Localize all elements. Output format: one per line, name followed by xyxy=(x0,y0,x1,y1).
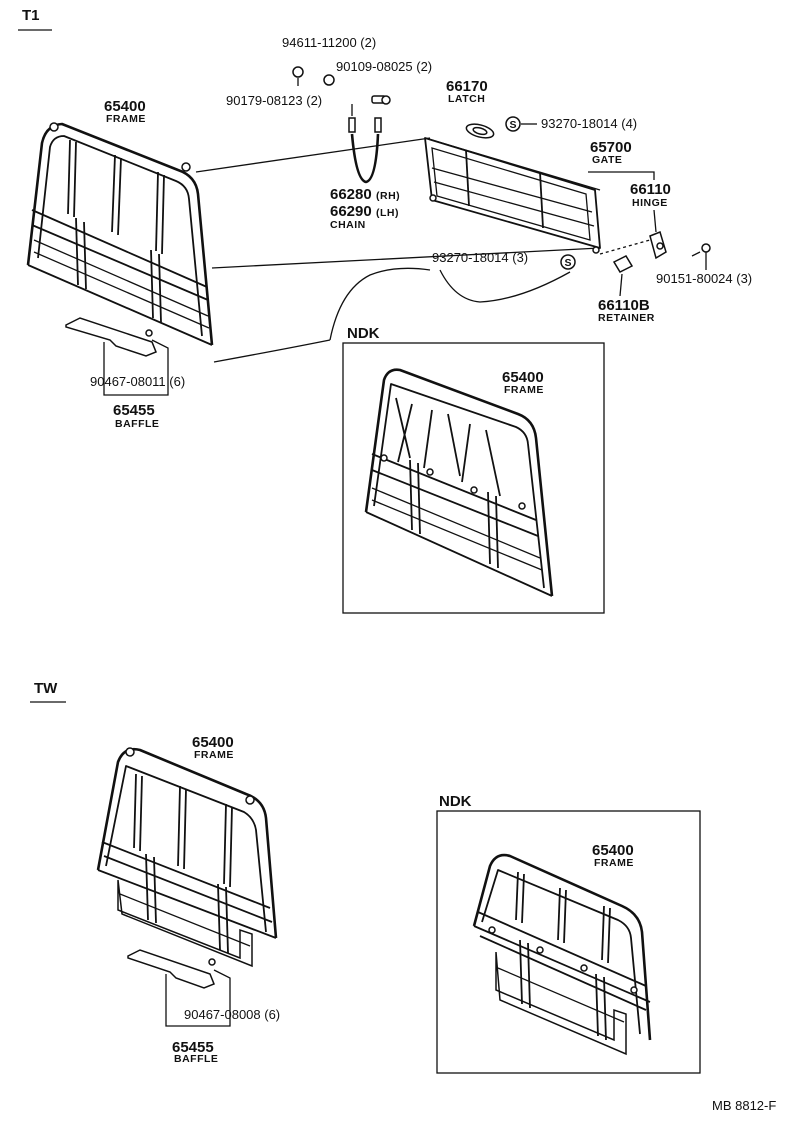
t1-bed-line-top xyxy=(195,137,431,173)
t1-s-symbol-top: S xyxy=(505,116,521,132)
t1-part-94611: 94611-11200 (2) xyxy=(282,35,376,50)
t1-latch-caption: LATCH xyxy=(448,93,485,105)
t1-ndk-frame-number: 65400 xyxy=(502,369,544,386)
section-t1-title: T1 xyxy=(22,7,40,24)
tw-baffle-caption: BAFFLE xyxy=(174,1053,218,1065)
t1-gate-drawing xyxy=(424,137,601,254)
t1-nut-94611-drawing xyxy=(292,66,304,86)
t1-latch-drawing xyxy=(465,123,495,139)
t1-baffle-number: 65455 xyxy=(113,402,155,419)
t1-frame-number: 65400 xyxy=(104,98,146,115)
tw-baffle-number: 65455 xyxy=(172,1039,214,1056)
t1-leader-93270-mid-a xyxy=(329,267,431,341)
tw-part-90467: 90467-08008 (6) xyxy=(184,1007,280,1022)
t1-frame-drawing xyxy=(26,122,214,346)
t1-part-90179: 90179-08123 (2) xyxy=(226,93,322,108)
t1-hinge-dashline xyxy=(599,239,651,255)
t1-chain-drawing xyxy=(348,104,382,184)
t1-frame-caption: FRAME xyxy=(106,113,146,125)
t1-latch-number: 66170 xyxy=(446,78,488,95)
t1-bolt-90151-drawing xyxy=(691,243,711,257)
t1-gate-number: 65700 xyxy=(590,139,632,156)
tw-baffle-drawing xyxy=(127,949,216,989)
t1-part-90109: 90109-08025 (2) xyxy=(336,59,432,74)
t1-chain-number-rh: 66280 xyxy=(330,186,372,203)
t1-part-93270-top: 93270-18014 (4) xyxy=(541,116,637,131)
svg-text:S: S xyxy=(510,119,518,131)
t1-retainer-caption: RETAINER xyxy=(598,312,655,324)
t1-nut-90109-drawing xyxy=(323,74,335,86)
t1-ndk-title: NDK xyxy=(347,325,380,342)
t1-ndk-frame-caption: FRAME xyxy=(504,384,544,396)
tw-ndk-frame-number: 65400 xyxy=(592,842,634,859)
t1-retainer-number: 66110B xyxy=(598,297,650,314)
tw-frame-caption: FRAME xyxy=(194,749,234,761)
section-tw-title: TW xyxy=(34,680,58,697)
svg-text:S: S xyxy=(565,257,573,269)
t1-part-90151: 90151-80024 (3) xyxy=(656,271,752,286)
tw-frame-number: 65400 xyxy=(192,734,234,751)
tw-ndk-title: NDK xyxy=(439,793,472,810)
t1-chain-number-lh: 66290 xyxy=(330,203,372,220)
t1-leader-to-frame xyxy=(213,339,331,363)
t1-baffle-bracket xyxy=(103,339,169,396)
tw-ndk-frame-drawing xyxy=(472,853,652,1056)
tw-frame-drawing xyxy=(96,747,278,968)
t1-bolt-90179-drawing xyxy=(371,95,391,105)
t1-ndk-box xyxy=(342,342,605,614)
tw-baffle-bracket xyxy=(165,969,231,1027)
tw-ndk-box xyxy=(436,810,701,1074)
t1-baffle-caption: BAFFLE xyxy=(115,418,159,430)
t1-leader-93270-mid-b xyxy=(439,269,571,303)
t1-gate-bracket xyxy=(588,171,655,180)
t1-ndk-frame-drawing xyxy=(364,368,554,597)
t1-chain-suffix-rh: (RH) xyxy=(376,190,400,202)
t1-hinge-caption: HINGE xyxy=(632,197,668,209)
t1-baffle-drawing xyxy=(65,317,157,357)
t1-bed-line-bottom xyxy=(211,247,601,269)
t1-chain-suffix-lh: (LH) xyxy=(376,207,399,219)
t1-part-93270-mid: 93270-18014 (3) xyxy=(432,250,528,265)
t1-part-90467: 90467-08011 (6) xyxy=(90,374,185,389)
t1-chain-caption: CHAIN xyxy=(330,219,366,231)
t1-hinge-number: 66110 xyxy=(630,181,671,198)
t1-s-symbol-mid: S xyxy=(560,254,576,270)
t1-hinge-drawing xyxy=(649,230,667,260)
tw-ndk-frame-caption: FRAME xyxy=(594,857,634,869)
t1-gate-caption: GATE xyxy=(592,154,622,166)
t1-retainer-leader xyxy=(619,273,623,297)
t1-retainer-drawing xyxy=(612,255,634,273)
t1-hinge-leader xyxy=(653,209,657,233)
reference-code: MB 8812-F xyxy=(712,1098,776,1113)
